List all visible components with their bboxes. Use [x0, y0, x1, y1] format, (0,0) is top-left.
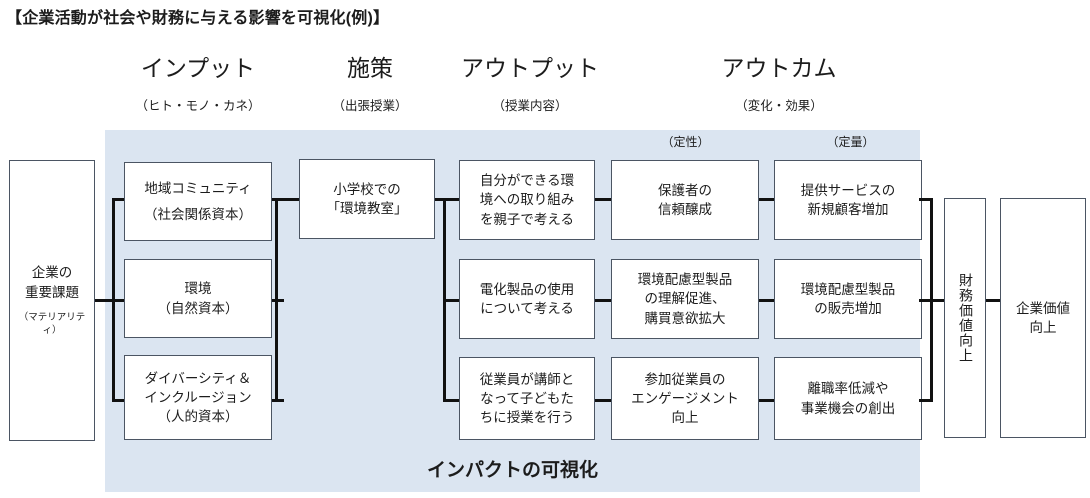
- column-heading-measure-sub: （出張授業）: [332, 99, 408, 114]
- connector-inputs-branch-2: [112, 299, 125, 302]
- outcome-quantitative-customers-line2: 新規顧客増加: [807, 202, 889, 217]
- column-heading-outcome-sub: （変化・効果）: [735, 99, 823, 114]
- column-heading-output-title: アウトプット: [461, 55, 599, 81]
- output-box-own-actions-line2: 境への取り組み: [479, 192, 575, 208]
- column-heading-measure: 施策 （出張授業）: [296, 55, 444, 114]
- input-box-diversity-line3: （人的資本）: [157, 409, 239, 425]
- input-box-diversity[interactable]: ダイバーシティ＆ インクルージョン （人的資本）: [124, 355, 272, 440]
- output-box-employee-teaching-line1: 従業員が講師と: [479, 371, 575, 387]
- outcome-qualitative-box-eco-products[interactable]: 環境配慮型製品 の理解促進、 購買意欲拡大: [611, 259, 759, 339]
- measure-box-line2: 「環境教室」: [326, 201, 408, 216]
- corporate-value-line1: 企業価値: [1016, 300, 1070, 316]
- outcome-qualitative-trust-line1: 保護者の: [658, 182, 712, 198]
- connector-qual-to-quant-2: [759, 299, 775, 302]
- outcome-quantitative-eco-sales-line1: 環境配慮型製品: [800, 281, 896, 297]
- column-heading-output: アウトプット （授業内容）: [457, 55, 603, 114]
- outcome-quantitative-eco-sales-line2: の販売増加: [814, 301, 882, 316]
- outcome-quantitative-box-new-customers[interactable]: 提供サービスの 新規顧客増加: [774, 160, 922, 240]
- outcome-qualitative-eco-line2: の理解促進、: [644, 291, 726, 307]
- connector-outputs-branch-3: [443, 399, 460, 402]
- corporate-value-box[interactable]: 企業価値 向上: [1000, 198, 1086, 438]
- connector-outputs-branch-1: [443, 198, 460, 201]
- page-title: 【企業活動が社会や財務に与える影響を可視化(例)】: [6, 10, 390, 27]
- output-box-own-actions-line3: を親子で考える: [479, 211, 575, 227]
- input-box-environment-line2: （自然資本）: [157, 300, 239, 316]
- outcome-quantitative-customers-line1: 提供サービスの: [800, 182, 896, 198]
- connector-qual-to-quant-3: [759, 399, 775, 402]
- column-heading-input-sub: （ヒト・モノ・カネ）: [135, 99, 261, 114]
- column-heading-input: インプット （ヒト・モノ・カネ）: [116, 55, 280, 114]
- output-box-appliance-use-line1: 電化製品の使用: [479, 281, 575, 297]
- connector-qual-to-quant-1: [759, 198, 775, 201]
- corporate-value-line2: 向上: [1029, 320, 1057, 335]
- outcome-qualitative-engagement-line3: 向上: [671, 410, 699, 426]
- connector-to-measure: [275, 198, 300, 201]
- output-box-employee-teaching[interactable]: 従業員が講師と なって子どもた ちに授業を行う: [459, 357, 595, 440]
- input-box-community-line2: （社会関係資本）: [144, 207, 252, 222]
- connector-measure-out: [435, 198, 447, 201]
- input-box-community-line1: 地域コミュニティ: [144, 180, 252, 196]
- connector-quant-right-branch-3: [919, 399, 933, 402]
- materiality-line1: 企業の: [31, 265, 73, 281]
- input-box-diversity-line2: インクルージョン: [144, 389, 252, 405]
- output-box-own-actions-line1: 自分ができる環: [479, 173, 575, 189]
- column-heading-measure-title: 施策: [347, 55, 393, 81]
- outcome-quantitative-retention-line2: 事業機会の創出: [800, 400, 896, 416]
- connector-inputs-right-branch-3: [272, 399, 284, 402]
- outcome-qualitative-box-engagement[interactable]: 参加従業員の エンゲージメント 向上: [611, 357, 759, 440]
- connector-output-to-outcome-3: [595, 399, 612, 402]
- outcome-qualitative-eco-line1: 環境配慮型製品: [637, 272, 733, 288]
- connector-quant-right-branch-1: [919, 198, 933, 201]
- connector-to-financial-value: [930, 299, 946, 302]
- output-box-own-actions[interactable]: 自分ができる環 境への取り組み を親子で考える: [459, 160, 595, 240]
- connector-inputs-branch-3: [112, 399, 125, 402]
- column-heading-outcome: アウトカム （変化・効果）: [690, 55, 868, 114]
- outcome-qualitative-trust-line2: 信頼醸成: [658, 202, 712, 217]
- input-box-community[interactable]: 地域コミュニティ （社会関係資本）: [124, 162, 272, 241]
- input-box-diversity-line1: ダイバーシティ＆: [144, 370, 252, 386]
- impact-panel-caption: インパクトの可視化: [426, 460, 598, 481]
- input-box-environment-line1: 環境: [184, 281, 212, 297]
- materiality-line2: 重要課題: [25, 284, 79, 300]
- connector-output-to-outcome-2: [595, 299, 612, 302]
- outcome-qualitative-box-trust[interactable]: 保護者の 信頼醸成: [611, 160, 759, 240]
- outcome-sublabel-qualitative: （定性）: [661, 135, 710, 149]
- output-box-employee-teaching-line3: ちに授業を行う: [479, 410, 575, 426]
- measure-box-line1: 小学校での: [333, 181, 401, 197]
- outcome-quantitative-retention-line1: 離職率低減や: [807, 381, 889, 397]
- output-box-appliance-use[interactable]: 電化製品の使用 について考える: [459, 259, 595, 339]
- materiality-box[interactable]: 企業の 重要課題 （マテリアリティ）: [9, 160, 95, 441]
- outcome-qualitative-engagement-line2: エンゲージメント: [631, 390, 739, 406]
- outcome-quantitative-box-eco-sales[interactable]: 環境配慮型製品 の販売増加: [774, 259, 922, 339]
- connector-inputs-right-branch-2: [272, 299, 284, 302]
- measure-box-environment-class[interactable]: 小学校での 「環境教室」: [299, 159, 435, 239]
- outcome-qualitative-eco-line3: 購買意欲拡大: [644, 310, 726, 326]
- outcome-qualitative-engagement-line1: 参加従業員の: [644, 371, 726, 387]
- materiality-note: （マテリアリティ）: [18, 311, 86, 337]
- column-heading-input-title: インプット: [140, 55, 256, 81]
- column-heading-output-sub: （授業内容）: [492, 99, 568, 114]
- outcome-quantitative-box-retention[interactable]: 離職率低減や 事業機会の創出: [774, 357, 922, 440]
- outcome-sublabel-quantitative: （定量）: [826, 135, 875, 149]
- connector-output-to-outcome-1: [595, 198, 612, 201]
- financial-value-text: 財務価値向上: [957, 273, 974, 363]
- connector-financial-to-corporate: [986, 299, 1001, 302]
- input-box-environment[interactable]: 環境 （自然資本）: [124, 259, 272, 338]
- column-heading-outcome-title: アウトカム: [721, 55, 837, 81]
- output-box-appliance-use-line2: について考える: [480, 301, 574, 316]
- connector-inputs-branch-1: [112, 198, 125, 201]
- financial-value-box[interactable]: 財務価値向上: [944, 198, 986, 438]
- connector-quant-right-branch-2: [919, 299, 933, 302]
- connector-materiality-to-inputs: [95, 299, 115, 302]
- connector-outputs-branch-2: [443, 299, 460, 302]
- output-box-employee-teaching-line2: なって子どもた: [480, 390, 574, 406]
